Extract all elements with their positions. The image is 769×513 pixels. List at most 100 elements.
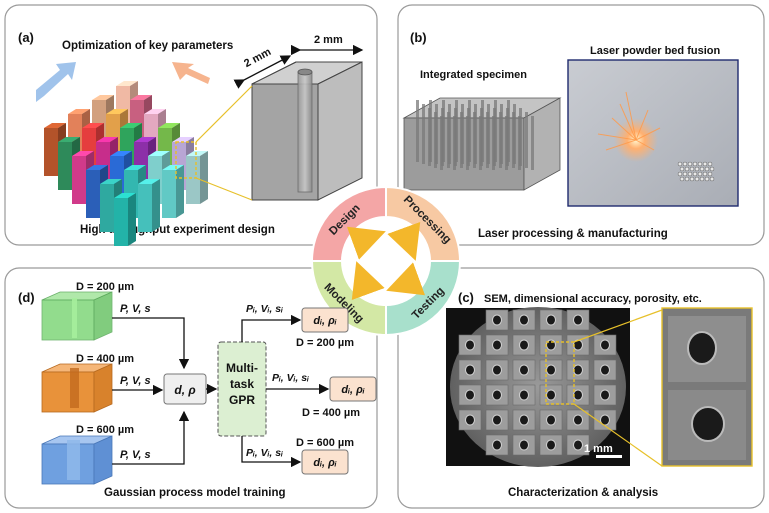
spark <box>625 91 637 141</box>
powder-dot <box>687 161 693 167</box>
powder-dot <box>692 171 698 177</box>
pillar <box>114 193 136 246</box>
pillar-array <box>44 81 208 246</box>
sem-hole <box>465 339 475 351</box>
scale-bar-label: 1 mm <box>584 443 613 455</box>
arrow-output-600 <box>241 436 302 468</box>
sem-hole <box>492 389 502 401</box>
sem-hole <box>519 439 529 451</box>
specimen-pillar <box>416 100 419 162</box>
specimen-pillar <box>428 108 431 166</box>
panel-b-caption: Laser processing & manufacturing <box>478 228 668 240</box>
sem-hole <box>573 364 583 376</box>
powder-dot <box>684 166 690 172</box>
sem-hole <box>546 314 556 326</box>
output-diameter-400: D = 400 µm <box>302 407 360 419</box>
integrated-specimen-block <box>402 97 562 191</box>
sem-hole <box>492 339 502 351</box>
arrow-input-600 <box>112 410 190 465</box>
cycle-arrow <box>386 262 426 296</box>
sem-hole <box>465 364 475 376</box>
sem-hole <box>546 414 556 426</box>
sem-hole <box>519 339 529 351</box>
powder-dot <box>689 176 695 182</box>
depth-dimension-arrow <box>233 55 292 89</box>
input-cube-200 <box>41 291 113 341</box>
specimen-label: Integrated specimen <box>420 69 527 81</box>
sem-hole <box>600 364 610 376</box>
specimen-pillar <box>492 116 495 170</box>
sem-hole <box>600 414 610 426</box>
panel-c-caption: Characterization & analysis <box>508 487 658 499</box>
output-params-200: Pᵢ, Vᵢ, sᵢ <box>246 303 283 315</box>
lpbf-label: Laser powder bed fusion <box>590 45 720 57</box>
callout-line-top <box>195 85 253 143</box>
sem-hole <box>573 414 583 426</box>
input-params-200: P, V, s <box>120 303 151 315</box>
specimen-pillar <box>479 116 482 170</box>
specimen-pillar <box>473 112 476 168</box>
panel-a-letter: (a) <box>18 30 34 45</box>
input-diameter-600: D = 600 µm <box>76 424 134 436</box>
input-cube-400 <box>41 363 113 413</box>
sem-hole <box>465 414 475 426</box>
sem-hole <box>546 439 556 451</box>
output-box-400 <box>329 376 377 402</box>
powder-dot <box>702 171 708 177</box>
specimen-pillar <box>460 112 463 168</box>
combined-output-label: d, ρ <box>174 383 195 397</box>
sem-hole <box>519 389 529 401</box>
sem-hole <box>573 314 583 326</box>
input-params-400: P, V, s <box>120 375 151 387</box>
powder-dot <box>682 171 688 177</box>
powder-dot <box>707 161 713 167</box>
sem-callout-line-bottom <box>573 403 663 467</box>
powder-dot <box>704 176 710 182</box>
spark <box>619 103 637 141</box>
sem-hole <box>573 389 583 401</box>
pillar <box>162 165 184 218</box>
arrow-output-200 <box>241 314 302 342</box>
sem-hole <box>600 389 610 401</box>
powder-dot <box>697 171 703 177</box>
specimen-pillar <box>440 116 443 170</box>
specimen-pillar <box>447 112 450 168</box>
sem-hole <box>600 339 610 351</box>
specimen-pillar <box>512 112 515 168</box>
sem-hole <box>519 314 529 326</box>
sem-callout-line-top <box>573 309 663 343</box>
sem-hole <box>546 389 556 401</box>
panel-d-letter: (d) <box>18 290 35 305</box>
lpbf-photo <box>567 59 739 207</box>
powder-dot <box>702 161 708 167</box>
specimen-pillar <box>453 116 456 170</box>
powder-dot <box>679 166 685 172</box>
sem-zoom-image <box>661 307 753 467</box>
spark <box>611 117 637 141</box>
output-box-600 <box>301 449 349 475</box>
panel-a-frame <box>4 4 378 246</box>
output-result-200: dᵢ, ρᵢ <box>313 315 336 327</box>
specimen-pillar <box>486 112 489 168</box>
gpr-label-line3: GPR <box>229 393 255 407</box>
panel-b-letter: (b) <box>410 30 427 45</box>
panel-d-caption: Gaussian process model training <box>104 487 286 499</box>
specimen-pillar <box>525 112 528 168</box>
powder-dot <box>699 176 705 182</box>
sem-overview-image <box>446 307 630 467</box>
output-result-600: dᵢ, ρᵢ <box>313 457 336 469</box>
input-params-600: P, V, s <box>120 449 151 461</box>
input-cube-600 <box>41 435 113 485</box>
panel-c-heading: SEM, dimensional accuracy, porosity, etc… <box>484 293 702 305</box>
cycle-arrow <box>351 261 385 301</box>
output-diameter-200: D = 200 µm <box>296 337 354 349</box>
sem-hole <box>546 364 556 376</box>
powder-dot <box>709 176 715 182</box>
powder-dot <box>689 166 695 172</box>
panel-c-letter: (c) <box>458 290 474 305</box>
cycle-arrow <box>346 226 386 260</box>
powder-dot <box>679 176 685 182</box>
arrow-input-200 <box>112 317 190 370</box>
